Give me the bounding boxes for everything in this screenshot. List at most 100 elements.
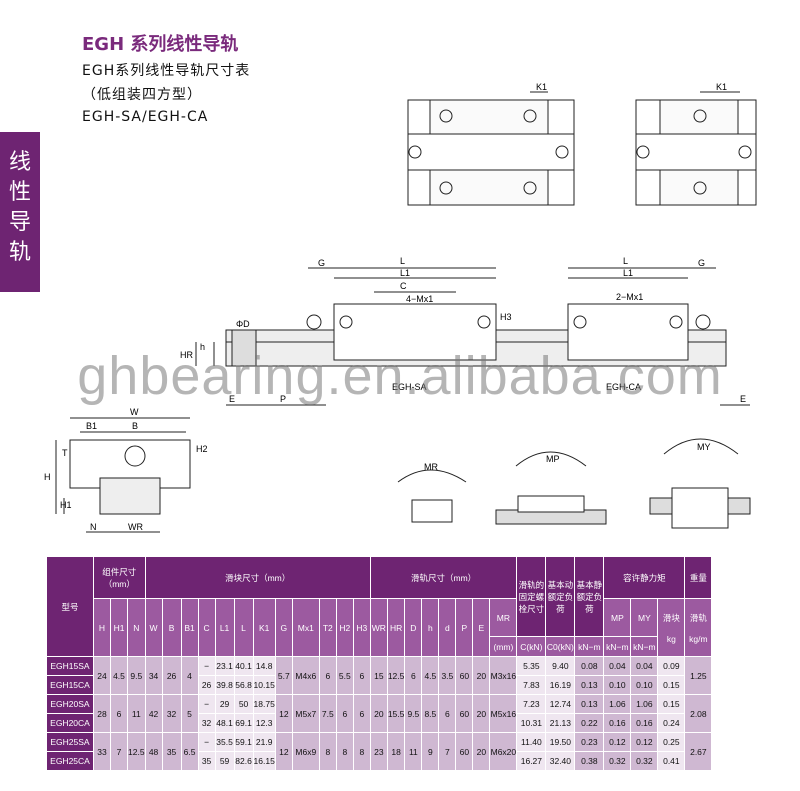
cell-C-dyn: 10.31 (516, 713, 547, 733)
cell-MP: 0.32 (603, 751, 632, 771)
cell-MP: 0.16 (603, 713, 632, 733)
dim-k1: K1 (536, 82, 547, 92)
cell-Mx1: M4x6 (291, 656, 320, 695)
cell-HR: 15.5 (386, 694, 406, 733)
cell-bolt: M5x16 (489, 694, 518, 733)
cell-C-dyn: 11.40 (516, 732, 547, 752)
th-col-Mx1: Mx1 (291, 598, 320, 657)
dim-g-left: G (318, 258, 325, 268)
cell-D: 6 (404, 656, 423, 695)
cell-C0: 16.19 (545, 675, 576, 695)
th-model: 型号 (46, 556, 94, 657)
cell-HR: 12.5 (386, 656, 406, 695)
cell-Mx1: M5x7 (291, 694, 320, 733)
cell-C0: 12.74 (545, 694, 576, 714)
moment-my (649, 438, 751, 529)
cell-C: 32 (197, 713, 216, 733)
cell-T2: 7.5 (318, 694, 337, 733)
cell-model: EGH15CA (46, 675, 94, 695)
th-unit-moment: kN−m (574, 636, 605, 657)
label-egh-ca: EGH-CA (606, 382, 641, 392)
dim-b: B (132, 421, 138, 431)
cell-B1: 4 (180, 656, 199, 695)
cell-model: EGH20CA (46, 713, 94, 733)
cell-rail-weight: 1.25 (684, 656, 713, 695)
th-col-WR: WR (369, 598, 388, 657)
dim-h-small: h (200, 342, 205, 352)
cell-C0: 9.40 (545, 656, 576, 676)
moment-mp (495, 451, 607, 525)
dim-h2: H2 (196, 444, 208, 454)
cell-K1: 12.3 (252, 713, 276, 733)
th-col-H1: H1 (110, 598, 128, 657)
cell-L1: 23.1 (214, 656, 235, 676)
label-my: MY (697, 442, 711, 452)
cell-MY: 1.06 (630, 694, 659, 714)
moment-mr (397, 469, 467, 523)
dim-mx1-four: 4−Mx1 (406, 294, 433, 304)
cell-C-dyn: 7.83 (516, 675, 547, 695)
cell-B1: 6.5 (180, 732, 199, 771)
cell-WR: 23 (369, 732, 388, 771)
cell-H1: 7 (110, 732, 128, 771)
cell-HR: 18 (386, 732, 406, 771)
cell-d: 7 (438, 732, 457, 771)
cell-P: 60 (455, 656, 474, 695)
cell-D: 11 (404, 732, 423, 771)
th-bolt: 滑轨的固定螺栓尺寸 (516, 556, 547, 637)
th-rail: 滑轨尺寸（mm） (369, 556, 518, 599)
th-col-E: E (472, 598, 491, 657)
th-col-C: C (197, 598, 216, 657)
dim-hr: HR (180, 350, 193, 360)
spec-table: 型号 组件尺寸（mm） 滑块尺寸（mm） 滑轨尺寸（mm） 滑轨的固定螺栓尺寸 … (46, 556, 713, 771)
side-tab-char: 线 (8, 150, 31, 175)
cell-W: 34 (144, 656, 163, 695)
cell-model: EGH25CA (46, 751, 94, 771)
cell-E: 20 (472, 732, 491, 771)
top-view-ca (635, 91, 757, 206)
th-col-T2: T2 (318, 598, 337, 657)
th-col-H2: H2 (335, 598, 354, 657)
cell-L: 69.1 (233, 713, 254, 733)
cell-L1: 39.8 (214, 675, 235, 695)
dim-phi-d: ΦD (236, 319, 250, 329)
cell-C-dyn: 16.27 (516, 751, 547, 771)
th-unit-moment: kN−m (630, 636, 659, 657)
cell-N: 11 (127, 694, 146, 733)
cell-K1: 10.15 (252, 675, 276, 695)
th-col-D: D (404, 598, 423, 657)
cell-MY: 0.04 (630, 656, 659, 676)
th-col-P: P (455, 598, 474, 657)
label-mr: MR (424, 462, 438, 472)
cell-MY: 0.16 (630, 713, 659, 733)
dim-wr: WR (128, 522, 143, 532)
th-col-d: d (438, 598, 457, 657)
cell-L1: 35.5 (214, 732, 235, 752)
dim-l-left: L (400, 256, 405, 266)
cell-model: EGH20SA (46, 694, 94, 714)
section-side-tab: 线 性 导 轨 (0, 132, 40, 292)
cell-MR: 0.13 (574, 675, 605, 695)
dim-h: H (44, 472, 51, 482)
th-col-K1: K1 (252, 598, 276, 657)
type-note: （低组装四方型） (82, 87, 202, 103)
cell-K1: 16.15 (252, 751, 276, 771)
cell-model: EGH25SA (46, 732, 94, 752)
cell-Mx1: M6x9 (291, 732, 320, 771)
dim-g-right: G (698, 258, 705, 268)
cell-G: 5.7 (274, 656, 293, 695)
dim-n: N (90, 522, 97, 532)
th-block: 滑块尺寸（mm） (144, 556, 371, 599)
cell-L: 59.1 (233, 732, 254, 752)
cell-C-dyn: 7.23 (516, 694, 547, 714)
dim-l1-right: L1 (623, 268, 633, 278)
cell-block-weight: 0.24 (657, 713, 686, 733)
cell-E: 20 (472, 656, 491, 695)
cell-C: − (197, 694, 216, 714)
cell-K1: 21.9 (252, 732, 276, 752)
cell-W: 42 (144, 694, 163, 733)
